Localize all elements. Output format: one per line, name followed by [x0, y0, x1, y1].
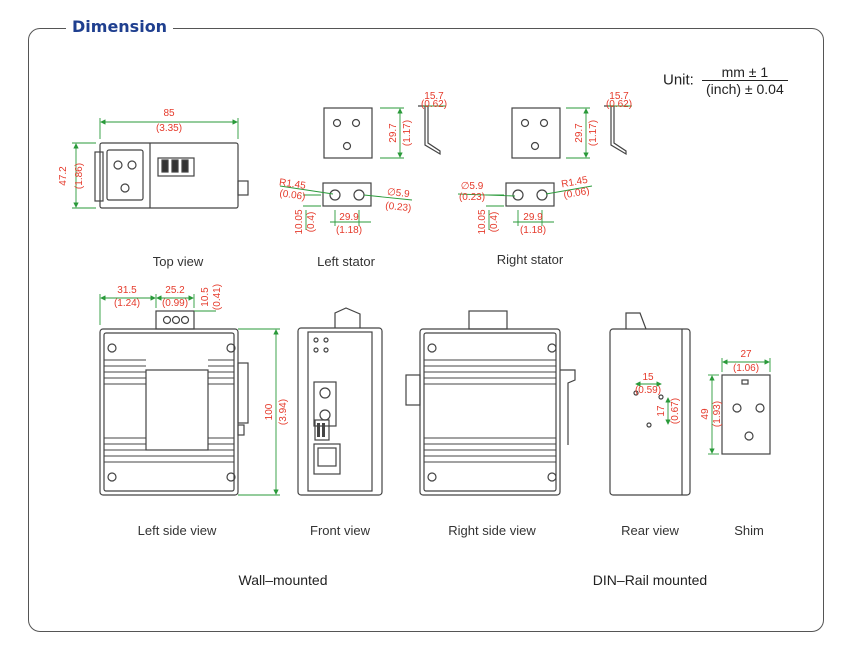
caption-din-rail-mounted: DIN–Rail mounted	[592, 572, 708, 588]
left-stator-drawing	[322, 105, 441, 207]
left-side-view-drawing	[99, 310, 249, 496]
right-stator-dims	[457, 105, 632, 230]
dim-ls-radius: R1.45	[278, 177, 306, 192]
dim-lsv-height: 100	[264, 403, 275, 420]
dim-rear-a-inch: (0.59)	[635, 385, 661, 396]
caption-wall-mounted: Wall–mounted	[238, 572, 328, 588]
caption-shim: Shim	[734, 523, 764, 538]
caption-right-stator: Right stator	[496, 252, 564, 267]
shim-drawing	[721, 374, 771, 455]
left-side-view-fins	[104, 359, 234, 463]
front-view-drawing	[297, 307, 383, 496]
dim-lsv-c: 10.5	[200, 287, 211, 307]
dim-rs-offset-inch: (0.4)	[489, 212, 500, 233]
dim-rs-tab-inch: (0.62)	[606, 99, 632, 110]
dim-rear-a: 15	[642, 372, 654, 383]
caption-left-stator: Left stator	[317, 254, 375, 269]
dim-top-height: 47.2	[58, 166, 69, 186]
dim-rs-radius-inch: (0.06)	[563, 186, 591, 201]
dim-lsv-b: 25.2	[165, 285, 185, 296]
top-view-drawing	[94, 142, 249, 209]
dim-lsv-c-inch: (0.41)	[212, 284, 223, 310]
front-view-port-pins	[317, 423, 325, 437]
caption-left-side-view: Left side view	[137, 523, 217, 538]
rear-view-drawing	[609, 312, 691, 496]
dim-ls-height: 29.7	[388, 123, 399, 143]
dim-top-width: 85	[163, 108, 175, 119]
dimension-frame	[28, 28, 824, 632]
right-side-view-fins	[424, 359, 556, 463]
left-stator-dims	[279, 105, 446, 230]
dim-lsv-a-inch: (1.24)	[114, 298, 140, 309]
shim-dims	[708, 358, 771, 455]
right-side-view-drawing	[405, 310, 576, 496]
caption-front-view: Front view	[310, 523, 370, 538]
dim-ls-offset: 10.05	[294, 209, 305, 234]
dim-rs-width-inch: (1.18)	[520, 225, 546, 236]
dim-lsv-b-inch: (0.99)	[162, 298, 188, 309]
dim-ls-dia: ∅5.9	[386, 187, 410, 200]
dim-ls-radius-inch: (0.06)	[279, 188, 306, 203]
rear-view-dims	[635, 381, 671, 425]
caption-top-view: Top view	[152, 254, 204, 269]
dim-ls-width-inch: (1.18)	[336, 225, 362, 236]
dim-rear-b-inch: (0.67)	[670, 398, 681, 424]
dim-rs-height-inch: (1.17)	[588, 120, 599, 146]
dim-ls-tab: 15.7	[424, 91, 444, 102]
unit-label: Unit:	[663, 71, 694, 89]
unit-denominator: (inch) ± 0.04	[706, 81, 784, 97]
dim-ls-offset-inch: (0.4)	[306, 212, 317, 233]
section-title: Dimension	[66, 17, 174, 37]
dim-ls-dia-inch: (0.23)	[385, 201, 412, 215]
dim-shim-width: 27	[740, 349, 752, 360]
dim-top-width-inch: (3.35)	[156, 123, 182, 134]
dim-ls-width: 29.9	[339, 212, 359, 223]
dim-ls-tab-inch: (0.62)	[421, 99, 447, 110]
dim-top-height-inch: (1.86)	[74, 163, 85, 189]
dim-rs-width: 29.9	[523, 212, 543, 223]
caption-rear-view: Rear view	[621, 523, 679, 538]
dim-lsv-height-inch: (3.94)	[278, 399, 289, 425]
left-side-view-dims	[99, 294, 280, 496]
unit-note: Unit: mm ± 1 (inch) ± 0.04	[663, 64, 788, 97]
dim-lsv-a: 31.5	[117, 285, 137, 296]
caption-right-side-view: Right side view	[448, 523, 536, 538]
unit-fraction: mm ± 1 (inch) ± 0.04	[702, 64, 788, 97]
dim-ls-height-inch: (1.17)	[402, 120, 413, 146]
frame-title-rule	[40, 28, 64, 29]
dim-rs-dia: ∅5.9	[461, 181, 484, 192]
dim-rs-radius: R1.45	[560, 175, 589, 191]
dim-rs-tab: 15.7	[609, 91, 629, 102]
unit-numerator: mm ± 1	[702, 64, 788, 81]
dim-rs-dia-inch: (0.23)	[459, 192, 485, 203]
dim-rear-b: 17	[656, 405, 667, 417]
dim-shim-height: 49	[700, 408, 711, 420]
dim-rs-offset: 10.05	[477, 209, 488, 234]
dim-rs-height: 29.7	[574, 123, 585, 143]
dim-shim-width-inch: (1.06)	[733, 363, 759, 374]
dim-shim-height-inch: (1.93)	[712, 401, 723, 427]
top-view-dims	[72, 118, 239, 209]
